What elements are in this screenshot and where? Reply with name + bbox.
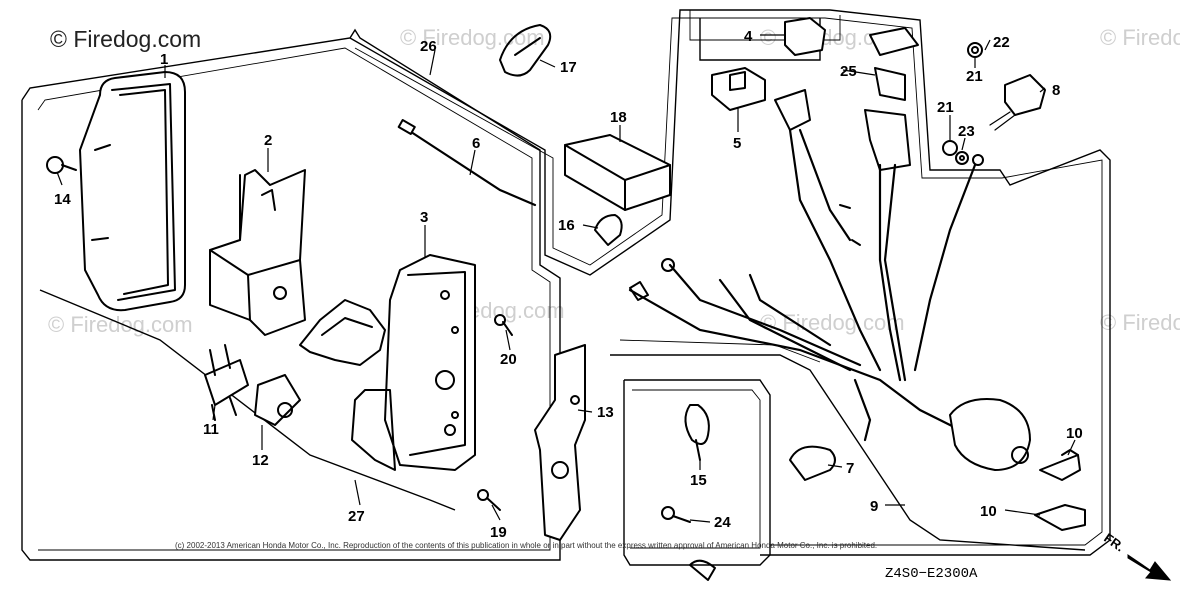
watermark-left: © Firedog.com (48, 312, 193, 337)
part-15-clamp (684, 404, 710, 461)
callout-14: 14 (54, 191, 71, 208)
part-2-bracket (209, 169, 306, 336)
part-10-key-upper (1039, 449, 1081, 481)
front-arrow-icon (1127, 554, 1172, 581)
callout-7: 7 (846, 460, 854, 477)
callout-13: 13 (597, 404, 614, 421)
callout-25: 25 (840, 63, 857, 80)
watermark-main: © Firedog.com (50, 26, 201, 52)
callout-21-lower: 21 (937, 99, 954, 116)
part-3-control-panel (299, 254, 476, 471)
direction-label: FR. (1101, 530, 1127, 554)
copyright-notice: (c) 2002-2013 American Honda Motor Co., … (175, 541, 877, 550)
assembly-frame-15 (623, 379, 771, 566)
part-4-relay (784, 17, 826, 56)
part-23-washer (955, 151, 969, 165)
callout-26: 26 (420, 38, 437, 55)
callout-20: 20 (500, 351, 517, 368)
part-24-bolt (661, 506, 716, 581)
callout-18: 18 (610, 109, 627, 126)
part-10-key-lower (1034, 504, 1086, 531)
callout-16: 16 (558, 217, 575, 234)
watermark-right-edge: © Firedog.com (1100, 310, 1180, 335)
part-20-screw (494, 314, 513, 336)
callout-12: 12 (252, 452, 269, 469)
callout-4: 4 (744, 28, 753, 45)
part-13-plate (534, 344, 586, 541)
watermark-top-center: © Firedog.com (400, 25, 545, 50)
part-21-nut-upper (967, 42, 983, 58)
callout-23: 23 (958, 123, 975, 140)
callout-17: 17 (560, 59, 577, 76)
part-21-nut-lower (942, 140, 958, 156)
callout-15: 15 (690, 472, 707, 489)
callout-8: 8 (1052, 82, 1060, 99)
callout-19: 19 (490, 524, 507, 541)
part-16-clip (594, 214, 623, 246)
callout-9: 9 (870, 498, 878, 515)
part-19-screw (477, 489, 501, 511)
part-18-foam (564, 134, 671, 211)
callout-2: 2 (264, 132, 272, 149)
callouts: 1 2 3 4 5 6 7 8 9 10 10 11 12 13 14 15 1… (54, 28, 1083, 541)
callout-10-lower: 10 (980, 503, 997, 520)
callout-11: 11 (203, 421, 219, 438)
diagram-code: Z4S0−E2300A (885, 566, 978, 582)
part-1-control-cover (79, 71, 186, 312)
callout-22: 22 (993, 34, 1010, 51)
front-direction-indicator: FR. (1101, 530, 1172, 581)
callout-27: 27 (348, 508, 365, 525)
part-25-fuse (869, 27, 919, 101)
part-8-condenser (989, 74, 1046, 131)
part-6-cable (397, 119, 537, 207)
part-7-clip (789, 445, 836, 481)
part-11-switch (204, 344, 249, 421)
part-5-connector-box (711, 67, 766, 111)
part-9-wire-harness (628, 89, 1031, 471)
callout-3: 3 (420, 209, 428, 226)
watermark-far-right: © Firedog.com (1100, 25, 1180, 50)
part-17-clamp (499, 24, 552, 77)
callout-24: 24 (714, 514, 731, 531)
part-14-screw (46, 156, 77, 174)
callout-10-upper: 10 (1066, 425, 1083, 442)
callout-1: 1 (160, 51, 168, 68)
part-12-switch-knob (254, 374, 301, 426)
leader-lines (56, 34, 1076, 523)
callout-5: 5 (733, 135, 741, 152)
callout-6: 6 (472, 135, 480, 152)
callout-21-upper: 21 (966, 68, 983, 85)
